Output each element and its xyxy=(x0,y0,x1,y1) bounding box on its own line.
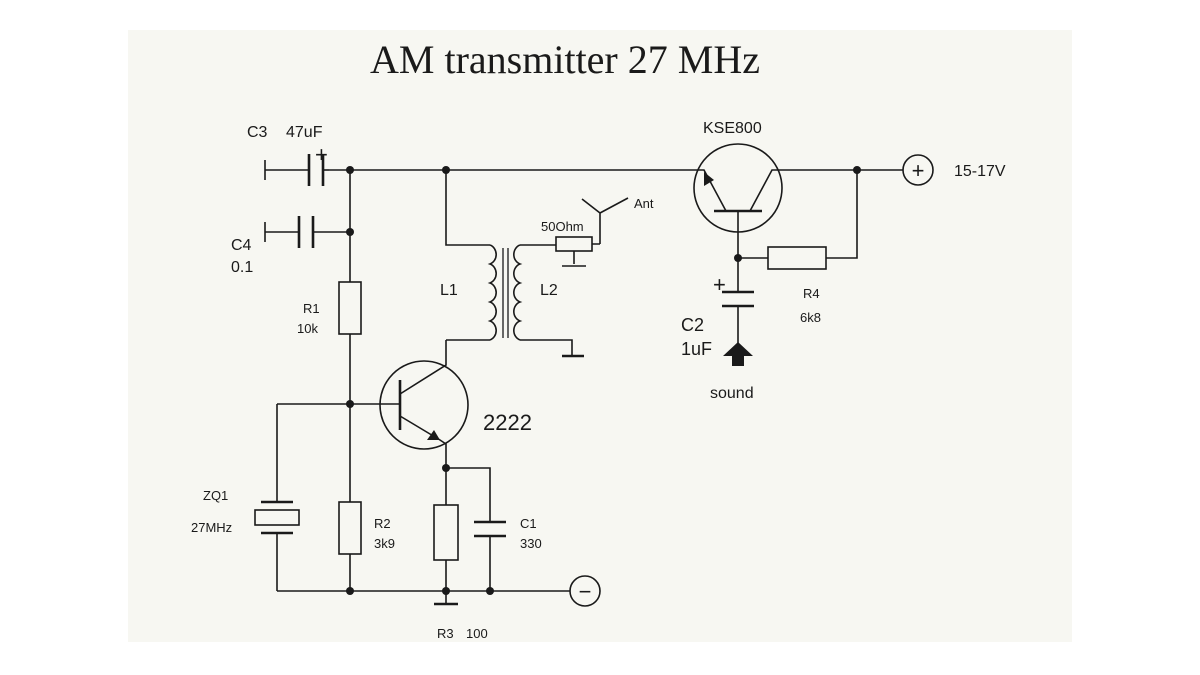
c4-ref: C4 xyxy=(231,237,252,254)
resistor-r2: R2 3k9 xyxy=(338,501,395,555)
r3-ref: R3 xyxy=(437,626,454,641)
r2-value: 3k9 xyxy=(374,536,395,551)
r2-ref: R2 xyxy=(374,516,391,531)
plus-icon: + xyxy=(912,158,925,183)
c2-polarity: + xyxy=(713,272,726,297)
capacitor-c3: + C3 47uF xyxy=(247,124,329,186)
inductor-l1: L1 xyxy=(440,244,497,341)
c2-value: 1uF xyxy=(681,339,712,359)
minus-icon: − xyxy=(579,579,592,604)
resistor-r4: R4 6k8 xyxy=(767,246,827,325)
capacitor-c4: C4 0.1 xyxy=(231,216,350,276)
load-value: 50Ohm xyxy=(541,219,584,234)
r1-value: 10k xyxy=(297,321,318,336)
c3-value: 47uF xyxy=(286,124,323,141)
l2-ref: L2 xyxy=(540,282,558,299)
c1-ref: C1 xyxy=(520,516,537,531)
r4-wire xyxy=(738,170,858,259)
sound-label: sound xyxy=(710,385,754,402)
c3-ref: C3 xyxy=(247,124,268,141)
positive-terminal: + 15-17V xyxy=(902,154,1006,186)
emitter-wire xyxy=(445,467,491,591)
inductor-l2: L2 xyxy=(513,244,584,358)
r4-ref: R4 xyxy=(803,286,820,301)
capacitor-c2: + C2 1uF xyxy=(681,258,754,359)
antenna-icon: Ant xyxy=(581,196,654,244)
zq1-value: 27MHz xyxy=(191,520,232,535)
negative-terminal: − xyxy=(569,575,601,607)
resistor-r1: R1 10k xyxy=(297,281,362,336)
collector-wire xyxy=(445,170,490,341)
capacitor-c1: C1 330 xyxy=(474,516,542,551)
c3-polarity: + xyxy=(315,142,328,167)
c4-value: 0.1 xyxy=(231,259,253,276)
c1-value: 330 xyxy=(520,536,542,551)
r1-ref: R1 xyxy=(303,301,320,316)
diagram-title: AM transmitter 27 MHz xyxy=(370,37,760,82)
schematic-sheet xyxy=(128,30,1072,642)
sound-input-arrow-icon: sound xyxy=(710,342,754,402)
supply-voltage-label: 15-17V xyxy=(954,163,1006,180)
r4-value: 6k8 xyxy=(800,310,821,325)
junction-dots xyxy=(346,166,861,595)
resistor-r3: R3 100 xyxy=(433,504,488,641)
crystal-zq1: ZQ1 27MHz xyxy=(191,403,400,591)
r3-value: 100 xyxy=(466,626,488,641)
antenna-ref: Ant xyxy=(634,196,654,211)
zq1-ref: ZQ1 xyxy=(203,488,228,503)
transistor-2222: 2222 xyxy=(379,340,532,468)
load-50ohm: 50Ohm xyxy=(541,219,600,267)
transistor-kse800: KSE800 xyxy=(693,120,783,258)
q1-ref: 2222 xyxy=(483,410,532,435)
l1-ref: L1 xyxy=(440,282,458,299)
c2-ref: C2 xyxy=(681,315,704,335)
q2-ref: KSE800 xyxy=(703,120,762,137)
